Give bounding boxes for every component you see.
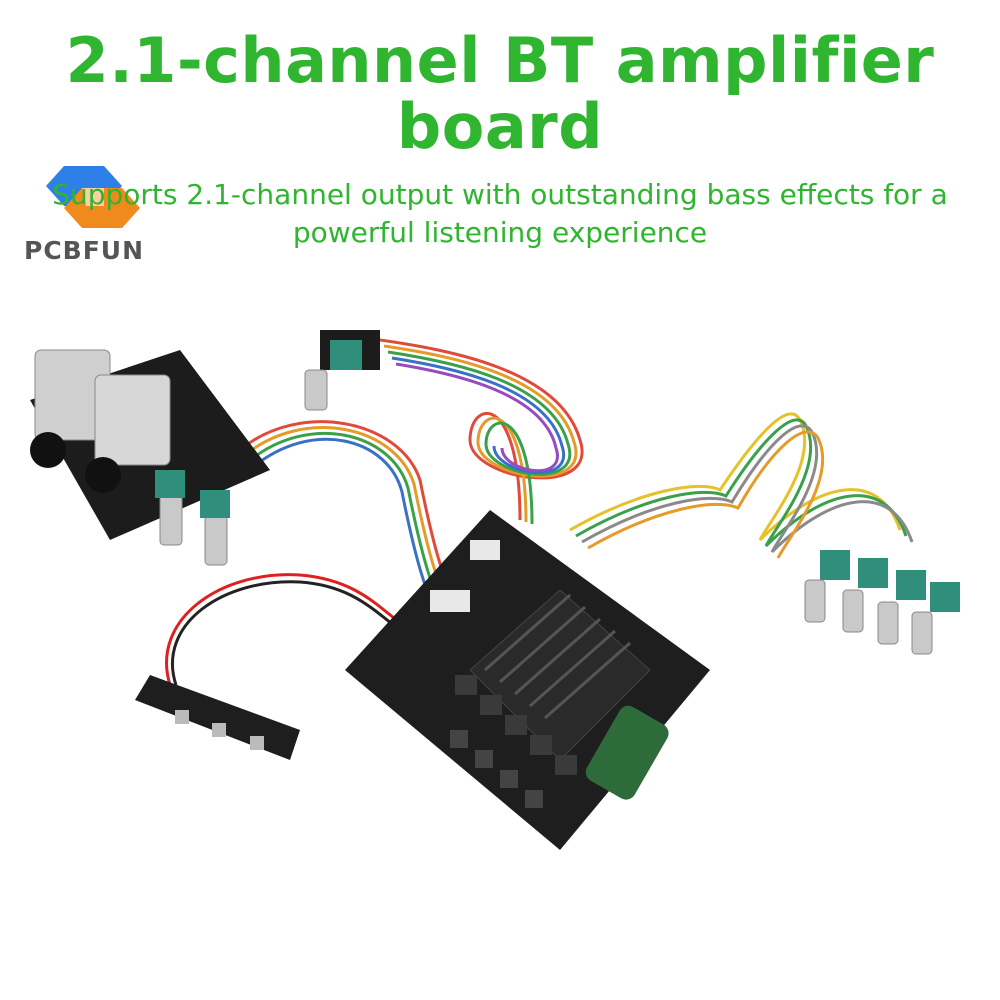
page-title: 2.1-channel BT amplifier board [65,24,935,163]
pcbfun-logo-icon [46,166,140,228]
button-strip [135,675,300,760]
ribbon-cables [165,338,914,686]
potentiometer-row [804,550,960,655]
top-potentiometer [304,330,380,411]
product-photo [30,330,960,850]
brand-logo: PCBFUN [24,158,164,278]
jack-module [30,349,270,566]
logo-text: PCBFUN [24,236,145,265]
amplifier-board [345,510,710,850]
page-subtitle: Supports 2.1-channel output with outstan… [52,178,948,249]
